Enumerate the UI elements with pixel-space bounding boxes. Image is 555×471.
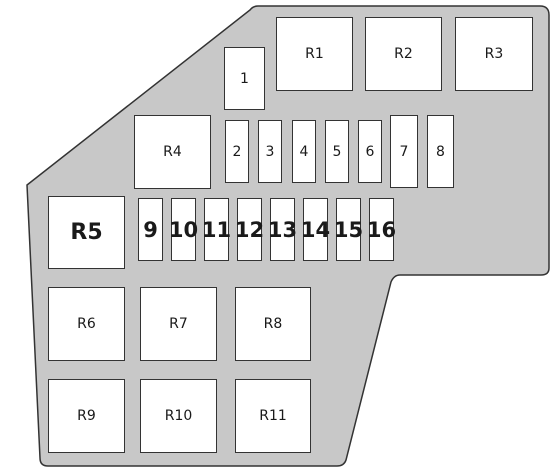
relay-r5[interactable]: R5: [48, 196, 125, 269]
relay-r1[interactable]: R1: [276, 17, 353, 91]
fuse-4[interactable]: 4: [292, 120, 316, 183]
relay-r4[interactable]: R4: [134, 115, 211, 189]
fuse-7[interactable]: 7: [390, 115, 418, 188]
fuse-9[interactable]: 9: [138, 198, 163, 261]
fuse-12[interactable]: 12: [235, 198, 264, 261]
relay-r6[interactable]: R6: [48, 287, 125, 361]
fuse-10[interactable]: 10: [169, 198, 198, 261]
fuse-8[interactable]: 8: [427, 115, 454, 188]
fuse-5[interactable]: 5: [325, 120, 349, 183]
fuse-3[interactable]: 3: [258, 120, 282, 183]
relay-r3[interactable]: R3: [455, 17, 533, 91]
fuse-13[interactable]: 13: [268, 198, 297, 261]
relay-r7[interactable]: R7: [140, 287, 217, 361]
fuse-16[interactable]: 16: [367, 198, 396, 261]
fuse-11[interactable]: 11: [202, 198, 231, 261]
relay-r2[interactable]: R2: [365, 17, 442, 91]
relay-r8[interactable]: R8: [235, 287, 311, 361]
fuse-2[interactable]: 2: [225, 120, 249, 183]
relay-r11[interactable]: R11: [235, 379, 311, 453]
fuse-1[interactable]: 1: [224, 47, 265, 110]
fuse-14[interactable]: 14: [301, 198, 330, 261]
fuse-6[interactable]: 6: [358, 120, 382, 183]
relay-r9[interactable]: R9: [48, 379, 125, 453]
relay-r10[interactable]: R10: [140, 379, 217, 453]
fuse-15[interactable]: 15: [334, 198, 363, 261]
